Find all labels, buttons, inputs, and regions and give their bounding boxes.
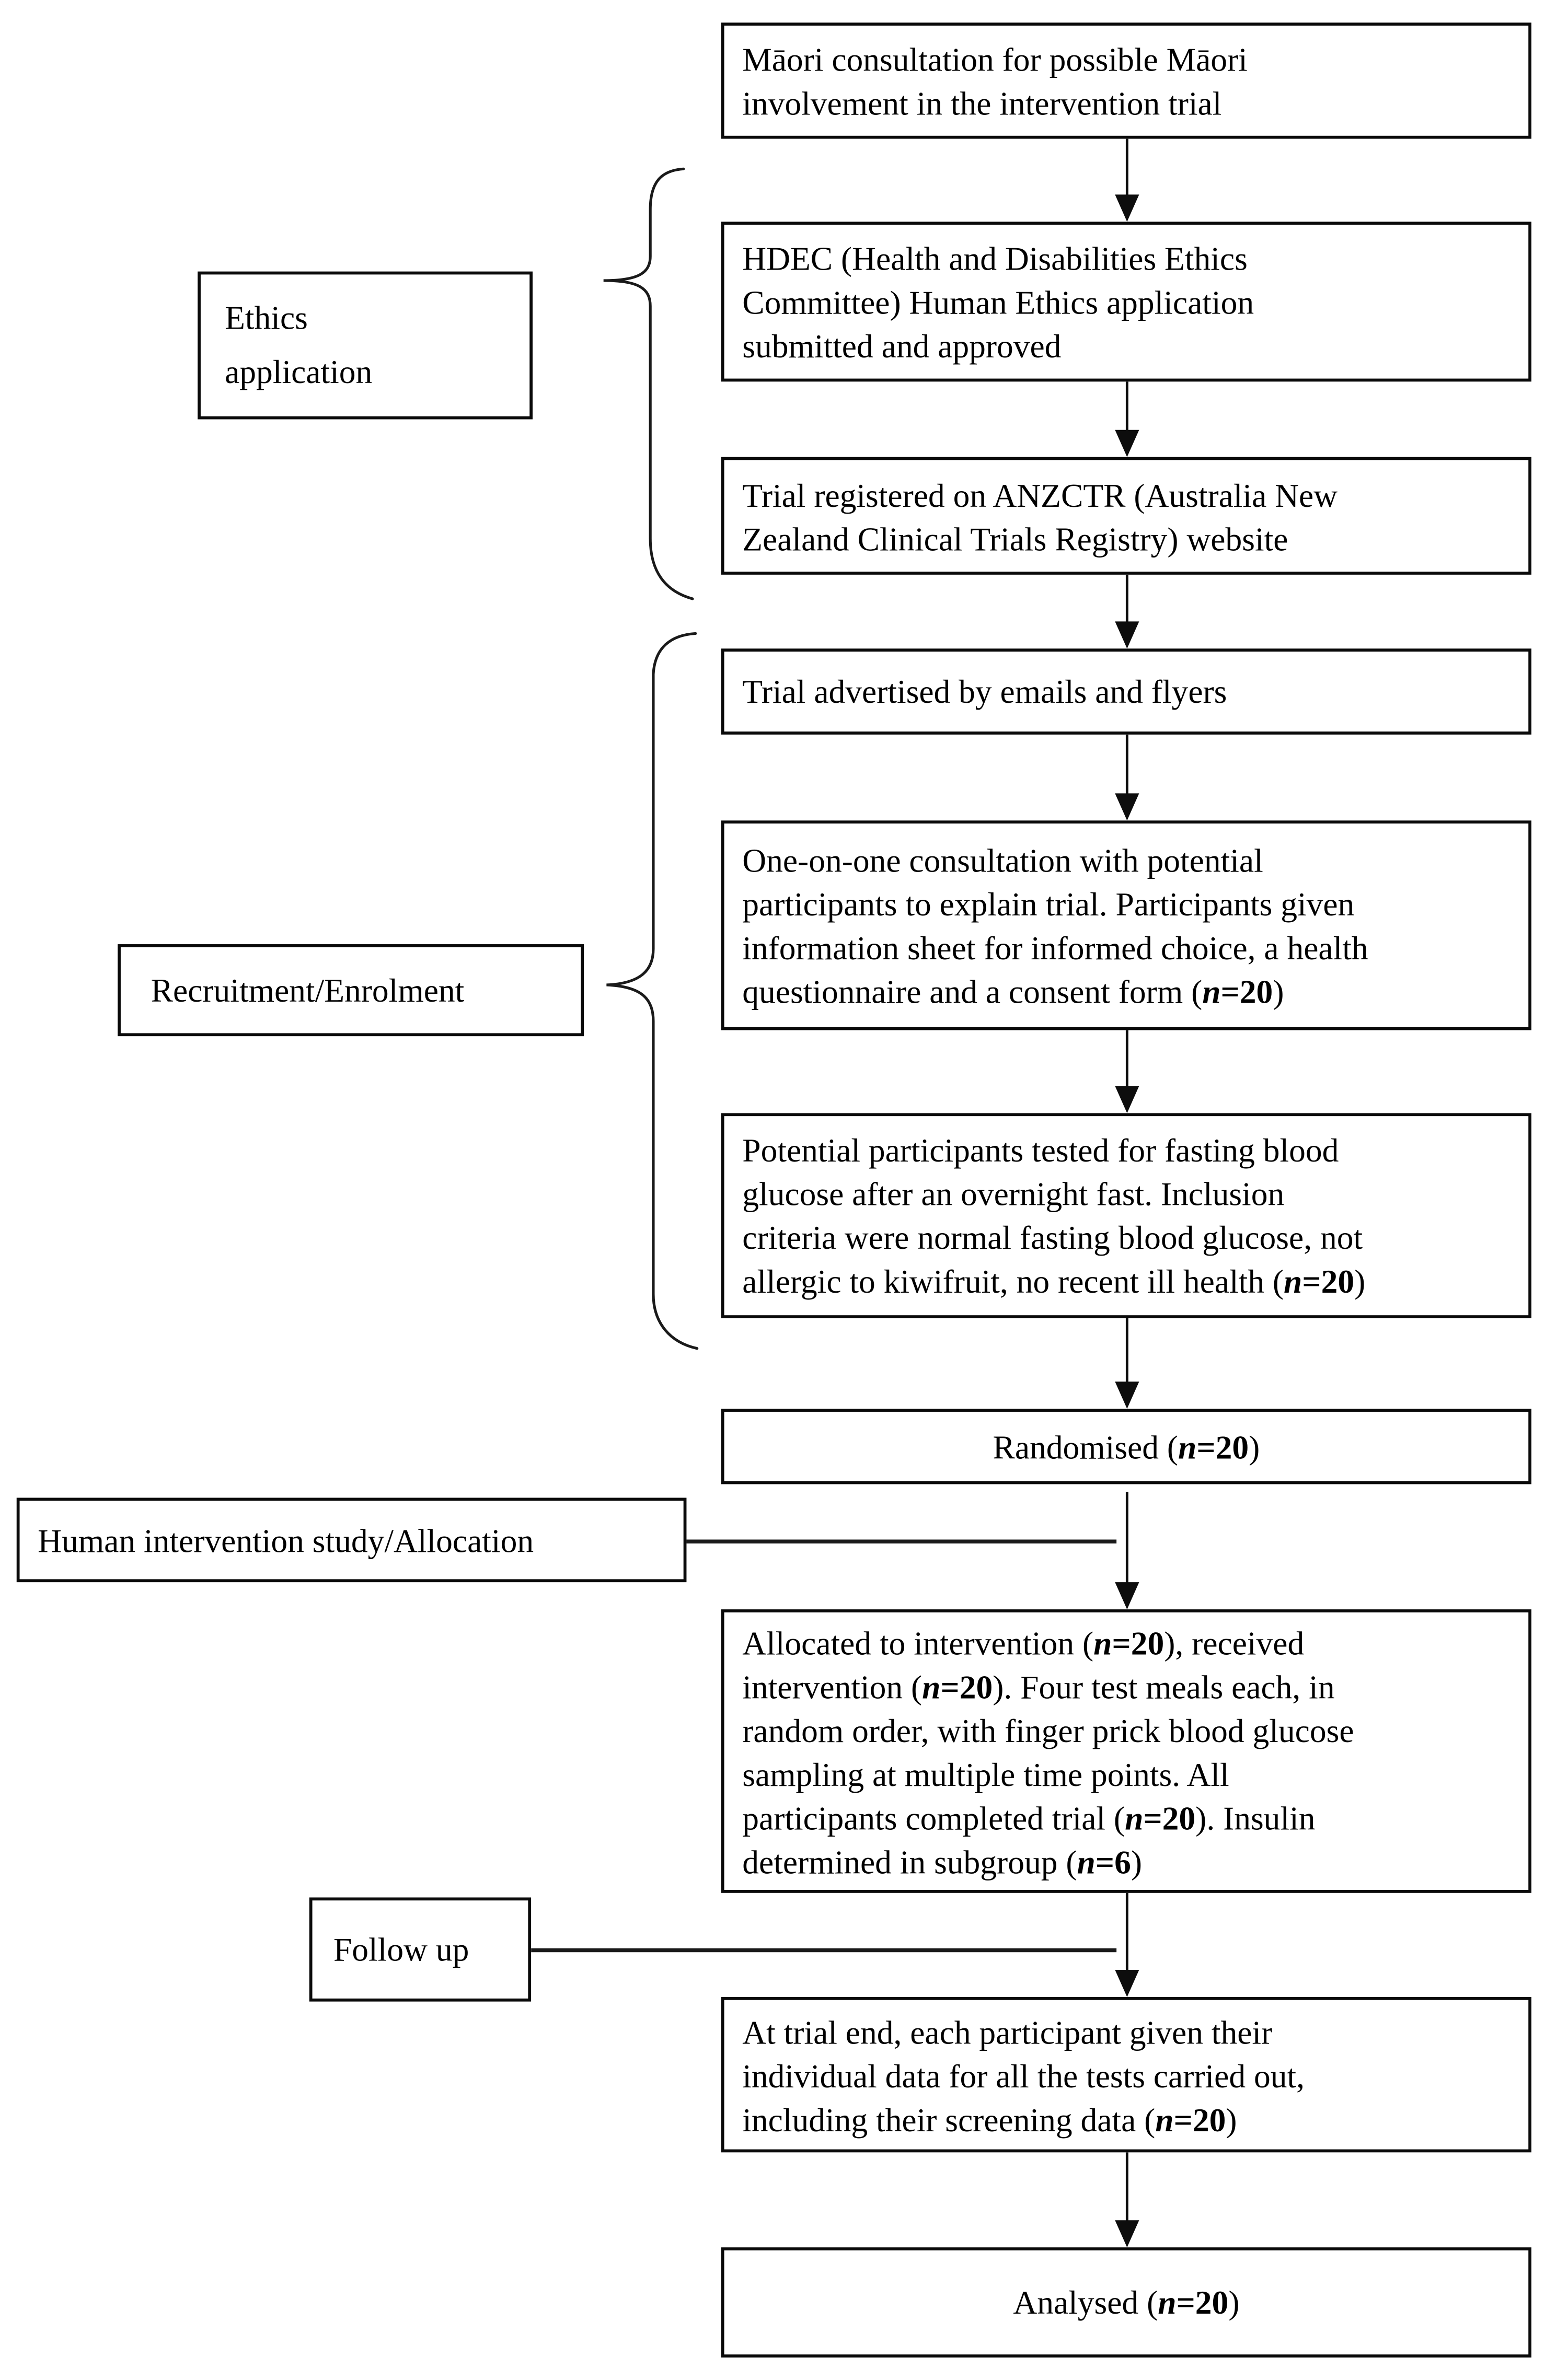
flow-box-trial-advertised: Trial advertised by emails and flyers	[721, 648, 1532, 735]
flow-box-screening-inclusion: Potential participants tested for fastin…	[721, 1113, 1532, 1318]
arrow-consultation-to-screening-head	[1115, 1086, 1139, 1113]
arrow-maori-to-hdec-head	[1115, 194, 1139, 222]
arrow-advertised-to-consultation-head	[1115, 793, 1139, 821]
flow-box-allocated-intervention: Allocated to intervention (n=20), receiv…	[721, 1609, 1532, 1893]
flow-box-analysed: Analysed (n=20)	[721, 2247, 1532, 2358]
curly-brace-ethics	[603, 167, 694, 600]
arrow-anzctr-to-advertised-head	[1115, 621, 1139, 649]
stage-label-recruitment-enrolment: Recruitment/Enrolment	[118, 944, 584, 1037]
flow-box-randomised: Randomised (n=20)	[721, 1409, 1532, 1484]
arrow-trialend-to-analysed-head	[1115, 2220, 1139, 2248]
stage-label-follow-up: Follow up	[309, 1897, 532, 2002]
arrow-allocated-to-trialend-head	[1115, 1970, 1139, 1997]
arrow-hdec-to-anzctr-head	[1115, 429, 1139, 457]
flow-box-trial-end-data: At trial end, each participant given the…	[721, 1996, 1532, 2153]
curly-brace-recruitment	[606, 632, 699, 1350]
arrow-screening-to-randomised-head	[1115, 1381, 1139, 1409]
flow-box-anzctr-registration: Trial registered on ANZCTR (Australia Ne…	[721, 457, 1532, 575]
arrow-randomised-to-allocated-head	[1115, 1582, 1139, 1610]
stage-label-human-intervention-allocation: Human intervention study/Allocation	[16, 1497, 687, 1583]
